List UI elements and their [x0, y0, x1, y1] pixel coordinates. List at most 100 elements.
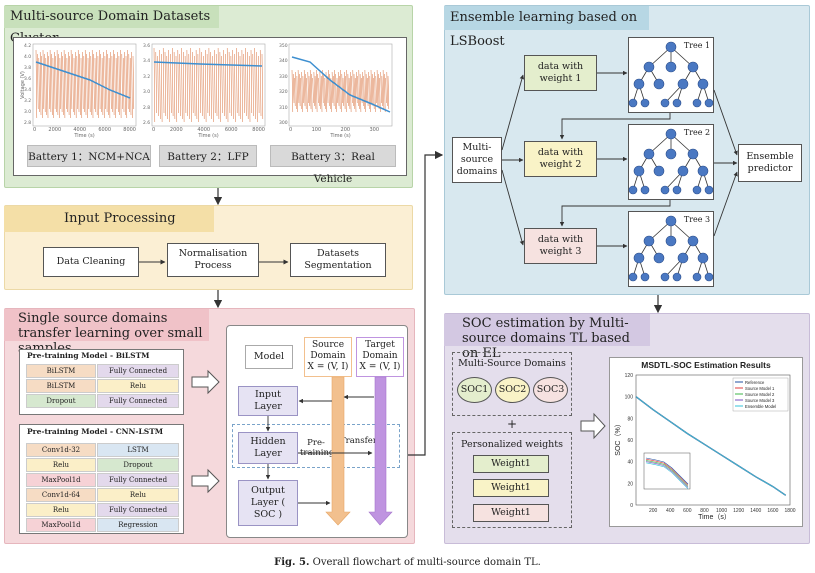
ytick: 310: [279, 105, 288, 111]
cnnlstm-layer: MaxPool1d: [26, 518, 96, 532]
source-domain-label: Source Domain X = (V, I): [304, 337, 352, 377]
cnnlstm-layer: Regression: [97, 518, 179, 532]
hidden-layer: Hidden Layer: [238, 432, 298, 464]
ytick: 3.2: [24, 99, 32, 104]
input-layer: Input Layer: [238, 386, 298, 416]
soc3-ellipse: SOC3: [533, 377, 568, 403]
output-layer: Output Layer ( SOC ): [238, 480, 298, 526]
battery3-yticks: 350 340 330 320 310 300: [279, 44, 289, 126]
battery2-yticks: 3.6 3.4 3.2 3.0 2.8 2.6: [143, 44, 152, 126]
soc2-ellipse: SOC2: [495, 377, 530, 403]
weight3-data-box: data with weight 3: [524, 228, 597, 264]
xtick: 4000: [197, 127, 211, 133]
weight-box-2: Weight1: [473, 479, 549, 497]
battery2-label: Battery 2：LFP: [159, 145, 257, 167]
xtick: 0: [33, 127, 37, 133]
ytick: 3.0: [143, 90, 151, 96]
ytick: 3.8: [24, 66, 32, 71]
tree1-label: Tree 1: [683, 41, 711, 50]
xtick: 300: [369, 127, 379, 133]
caption-text: Overall flowchart of multi-source domain…: [312, 557, 541, 568]
target-domain-label: Target Domain X = (V, I): [356, 337, 404, 377]
bilstm-model-title: Pre-training Model - BiLSTM: [27, 351, 150, 360]
ensemble-title: Ensemble learning based on LSBoost: [444, 6, 649, 49]
multisource-domains-title: Multi-Source Domains: [458, 358, 566, 369]
soc-chart-xlabel: Time（s）: [698, 514, 731, 521]
segmentation-step: Datasets Segmentation: [290, 243, 386, 277]
ytick: 2.8: [24, 121, 32, 126]
cnnlstm-layer: Dropout: [97, 458, 179, 472]
input-processing-title: Input Processing: [4, 206, 214, 232]
ytick: 300: [279, 120, 288, 126]
xtick: 8000: [123, 127, 136, 133]
multisource-domains-group: [452, 352, 572, 416]
xtick: 2000: [169, 127, 183, 133]
bilstm-layer: Dropout: [26, 394, 96, 408]
normalisation-step: Normalisation Process: [167, 243, 259, 277]
xtick: 6000: [224, 127, 238, 133]
battery1-label: Battery 1：NCM+NCA: [27, 145, 151, 167]
cnnlstm-model-title: Pre-training Model - CNN-LSTM: [27, 427, 164, 436]
xtick: 2000: [48, 127, 62, 133]
cnnlstm-layer: Relu: [26, 503, 96, 517]
cnnlstm-layer: Fully Connected: [97, 473, 179, 487]
personalized-weights-group: [452, 432, 572, 528]
tree2-label: Tree 2: [683, 128, 711, 137]
cnnlstm-layer: Relu: [26, 458, 96, 472]
xtick: 0: [289, 127, 293, 133]
bilstm-layer: BiLSTM: [26, 364, 96, 378]
pretraining-dashed-region: [232, 424, 400, 468]
ensemble-predictor-box: Ensemble predictor: [738, 144, 802, 182]
ytick: 2.8: [143, 105, 151, 111]
soc1-ellipse: SOC1: [457, 377, 492, 403]
bilstm-layer: Fully Connected: [97, 364, 179, 378]
tree3-label: Tree 3: [683, 215, 711, 224]
cluster-title: Multi-source Domain Datasets Cluster: [4, 6, 219, 46]
weight1-data-box: data with weight 1: [524, 55, 597, 91]
weight-box-1: Weight1: [473, 455, 549, 473]
caption-label: Fig. 5.: [274, 557, 310, 568]
personalized-weights-title: Personalized weights: [461, 439, 563, 450]
ytick: 3.6: [24, 77, 32, 82]
ytick: 4.2: [24, 44, 32, 49]
ytick: 350: [279, 44, 288, 49]
single-source-title: Single source domains transfer learning …: [4, 309, 209, 356]
weight2-data-box: data with weight 2: [524, 141, 597, 177]
cnnlstm-layer: Conv1d-32: [26, 443, 96, 457]
ytick: 3.4: [24, 88, 32, 93]
ytick: 340: [279, 59, 288, 65]
bilstm-layer: Fully Connected: [97, 394, 179, 408]
ytick: 2.6: [143, 120, 151, 126]
cnnlstm-layer: Conv1d-64: [26, 488, 96, 502]
soc-chart-ylabel: SOC（%）: [615, 420, 622, 456]
ytick: 3.6: [143, 44, 151, 49]
cnnlstm-layer: Relu: [97, 488, 179, 502]
multisource-domains-box: Multi-source domains: [452, 137, 502, 183]
ytick: 3.2: [143, 74, 151, 80]
ytick: 320: [279, 90, 288, 96]
ytick: 3.4: [143, 59, 151, 65]
model-header: Model: [245, 345, 293, 369]
battery3-xlabel: Time (s): [330, 133, 351, 139]
xtick: 8000: [252, 127, 265, 133]
bilstm-layer: BiLSTM: [26, 379, 96, 393]
ytick: 4.0: [24, 55, 32, 60]
plus-sign: +: [506, 417, 518, 431]
xtick: 100: [311, 127, 322, 133]
ytick: 330: [279, 74, 288, 80]
figure-caption: Fig. 5. Overall flowchart of multi-sourc…: [0, 557, 815, 568]
cnnlstm-layer: Fully Connected: [97, 503, 179, 517]
weight-box-3: Weight1: [473, 504, 549, 522]
pretraining-label: Pre-training: [300, 438, 335, 459]
soc-chart-card: [609, 357, 803, 527]
battery2-xlabel: Time (s): [198, 133, 219, 139]
transfer-label: Transfer: [340, 436, 377, 446]
cnnlstm-layer: MaxPool1d: [26, 473, 96, 487]
xtick: 4000: [73, 127, 87, 133]
xtick: 200: [340, 127, 351, 133]
battery1-xlabel: Time (s): [74, 133, 95, 139]
soc-title: SOC estimation by Multi-source domains T…: [444, 314, 650, 361]
